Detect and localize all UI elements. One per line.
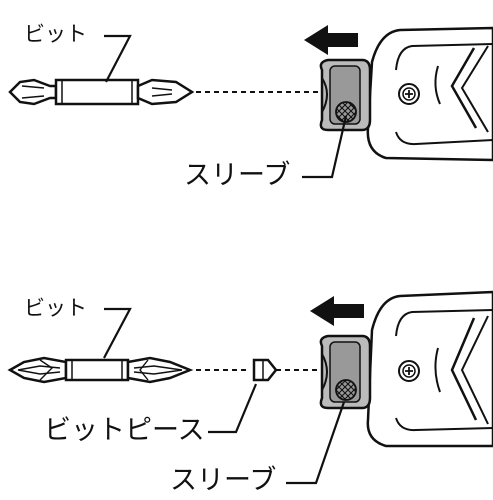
sleeve-leader-bottom [286, 401, 346, 485]
knurl-pattern [335, 101, 357, 123]
screwdriver-body-bottom [366, 290, 493, 448]
arrow-left-icon [304, 25, 358, 55]
sleeve-top [319, 58, 372, 132]
screw-icon [398, 83, 420, 105]
sleeve-bottom [319, 334, 372, 410]
bottom-panel [7, 290, 493, 485]
bit-label-bottom: ビット [24, 296, 87, 320]
sleeve-label-bottom: スリーブ [170, 465, 277, 496]
top-panel [8, 25, 493, 179]
sleeve-leader-top [302, 115, 348, 179]
bit-label-top: ビット [24, 22, 87, 46]
bit-leader-bottom [103, 307, 132, 359]
knurl-pattern [335, 379, 357, 401]
arrow-left-icon [310, 296, 364, 326]
bit-piece-leader [208, 383, 258, 434]
bit-piece-label: ビットピース [44, 415, 205, 446]
bit-bottom [7, 356, 194, 384]
bit-piece [252, 358, 278, 382]
sleeve-label-top: スリーブ [184, 160, 291, 191]
screw-icon [398, 360, 420, 382]
bit-leader-top [104, 34, 132, 83]
screwdriver-body-top [366, 26, 493, 162]
bit-top [8, 78, 195, 106]
